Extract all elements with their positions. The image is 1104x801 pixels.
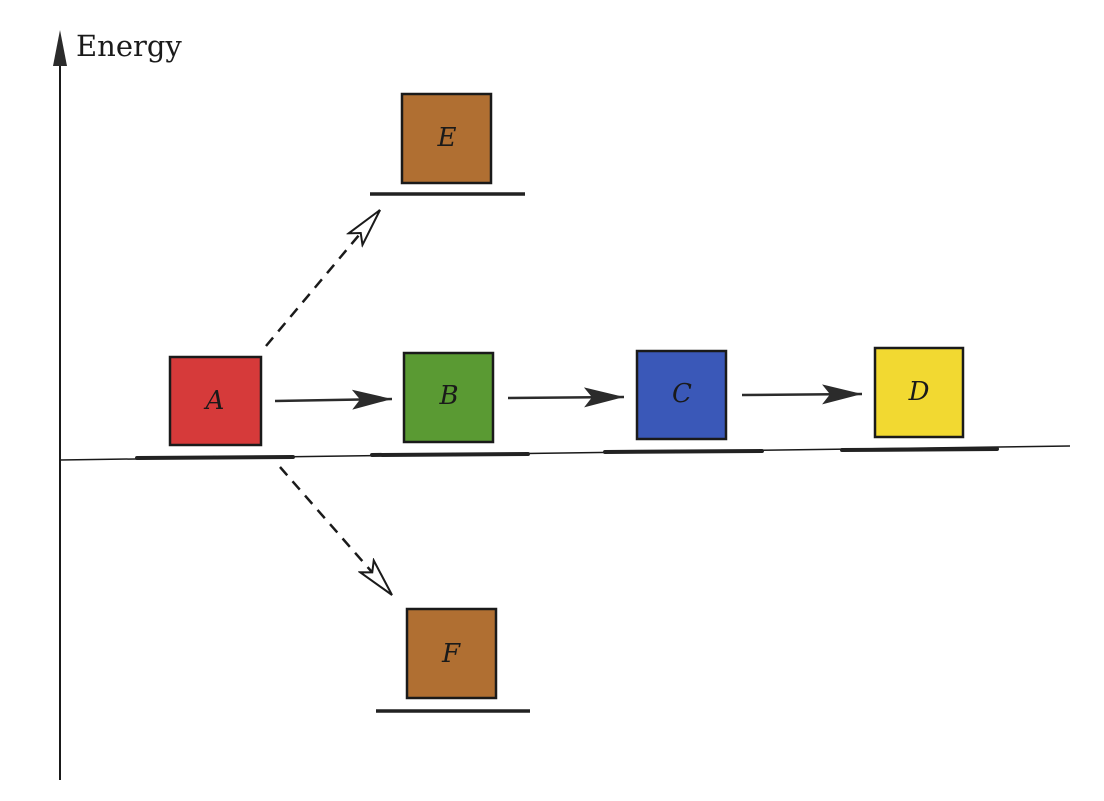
state-box-d: D [873, 346, 965, 439]
level-line-a [135, 455, 295, 460]
state-label-b: B [438, 381, 458, 411]
level-line-c [603, 449, 764, 454]
energy-levels [135, 192, 999, 713]
state-box-f-fill [405, 607, 498, 700]
state-label-a: A [204, 386, 225, 416]
arrow-a-to-e [265, 209, 381, 347]
state-label-f: F [441, 639, 461, 669]
state-box-f: F [405, 607, 498, 700]
state-box-c-fill [635, 349, 728, 441]
arrow-b-to-c [507, 387, 625, 408]
state-box-b: B [402, 351, 495, 444]
state-label-c: C [672, 379, 692, 409]
state-box-d-fill [873, 346, 965, 439]
arrow-a-to-b [274, 389, 393, 410]
arrow-a-to-f [279, 466, 393, 596]
state-box-c: C [635, 349, 728, 441]
energy-axis-label: Energy [76, 29, 182, 63]
state-box-b-fill [402, 351, 495, 444]
level-line-d [840, 447, 999, 452]
state-box-e: E [400, 92, 493, 185]
energy-axis-arrowhead [53, 30, 67, 66]
state-box-e-fill [400, 92, 493, 185]
state-label-d: D [908, 377, 930, 407]
arrow-c-to-d [741, 384, 863, 405]
state-box-a-fill [168, 355, 263, 447]
state-box-a: A [168, 355, 263, 447]
state-label-e: E [437, 123, 457, 153]
level-line-b [370, 452, 530, 457]
transition-arrows [265, 209, 863, 596]
